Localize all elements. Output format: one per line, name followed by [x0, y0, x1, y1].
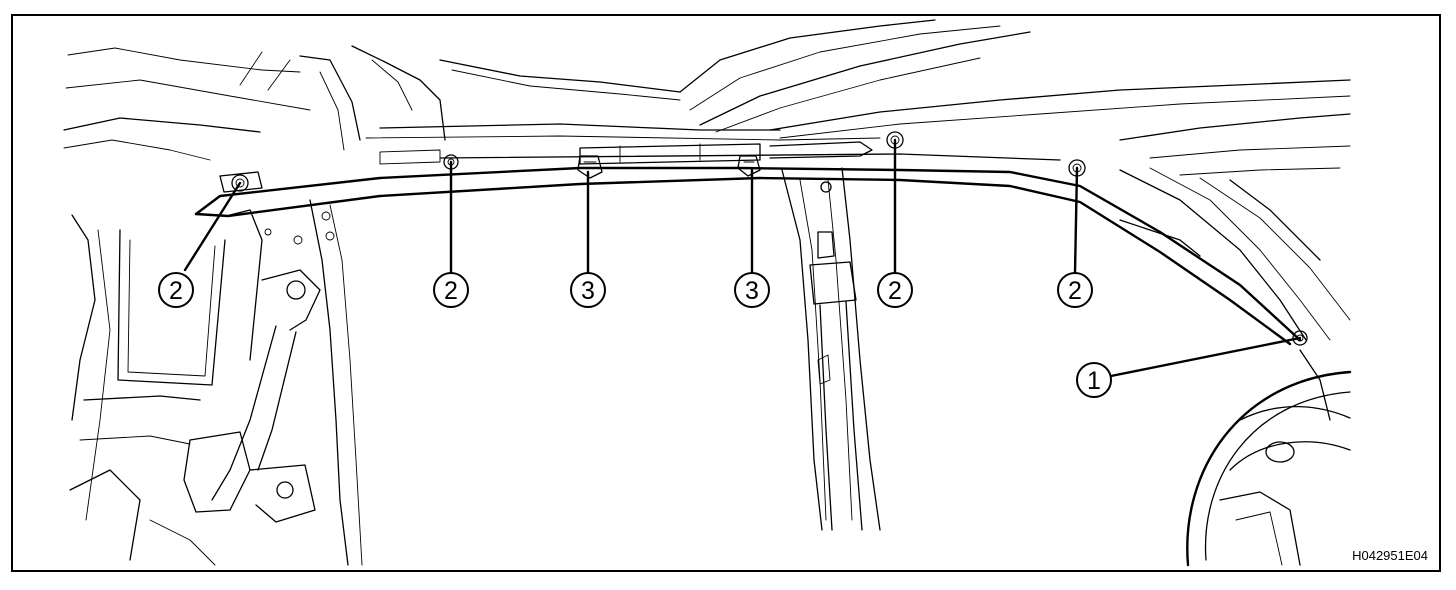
diagram-frame [11, 14, 1441, 572]
leader-line-c1 [183, 181, 242, 272]
callout-label: 2 [169, 277, 183, 305]
callout-label: 3 [581, 277, 595, 305]
curtain-airbag-assembly [194, 141, 1302, 346]
leader-line-c6 [1073, 166, 1079, 275]
callout-c2: 2 [433, 272, 469, 308]
callout-c3: 3 [570, 272, 606, 308]
callout-label: 2 [888, 277, 902, 305]
bolt-rear [231, 174, 249, 192]
leader-line-c7 [1109, 336, 1302, 378]
callout-c6: 2 [1057, 272, 1093, 308]
clip-1 [577, 155, 603, 179]
vehicle-body-structure [63, 19, 1352, 567]
clip-2 [737, 155, 761, 177]
figure-code: H042951E04 [1352, 548, 1428, 563]
callout-label: 1 [1087, 367, 1101, 395]
callout-label: 2 [444, 277, 458, 305]
leader-lines [183, 138, 1302, 378]
callout-c5: 2 [877, 272, 913, 308]
callout-c7: 1 [1076, 362, 1112, 398]
callouts: 2 2 3 3 2 2 1 [158, 272, 1112, 398]
callout-label: 3 [745, 277, 759, 305]
callout-c4: 3 [734, 272, 770, 308]
callout-label: 2 [1068, 277, 1082, 305]
callout-c1: 2 [158, 272, 194, 308]
